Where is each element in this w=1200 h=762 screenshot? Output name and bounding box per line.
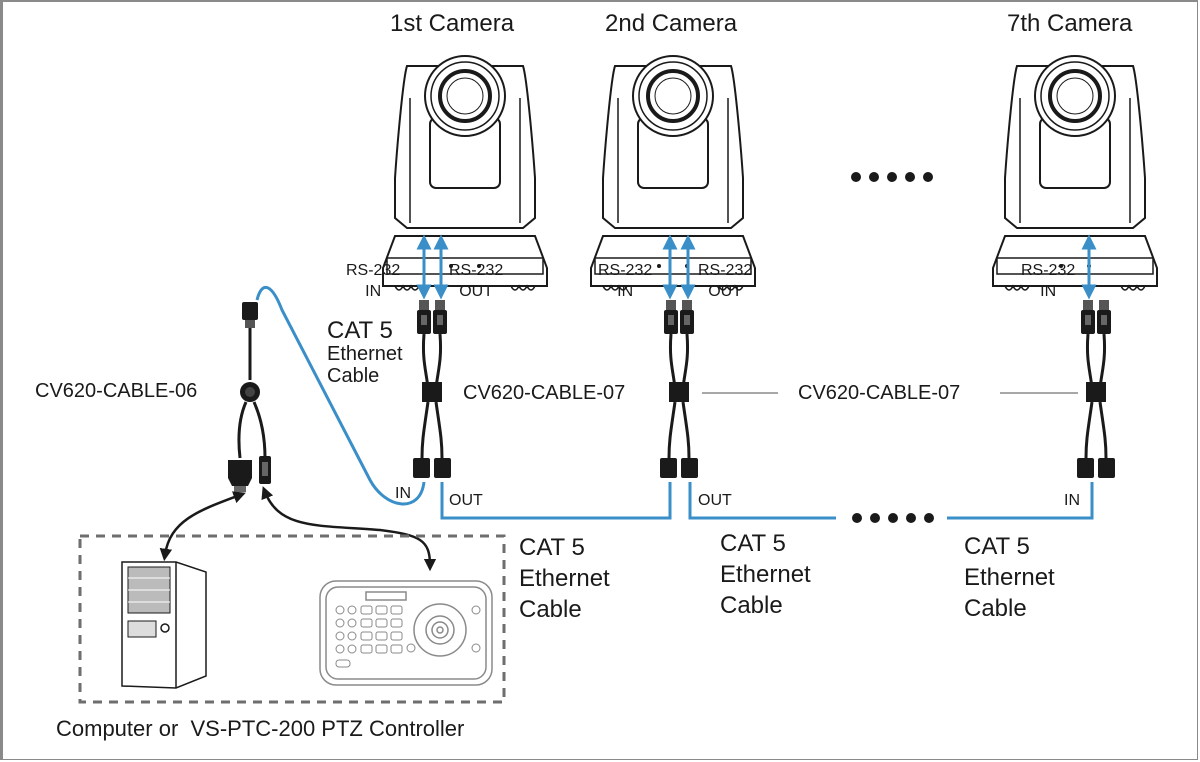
camera-1-icon bbox=[381, 54, 549, 292]
ptz-controller-icon bbox=[319, 580, 493, 686]
camera-2-title: 2nd Camera bbox=[605, 10, 738, 37]
computer-tower-icon bbox=[121, 561, 207, 689]
camera-7-icon bbox=[991, 54, 1159, 292]
y-cable-cam7 bbox=[1077, 300, 1115, 478]
ellipsis-dots-bottom bbox=[852, 513, 934, 523]
camera-2-icon bbox=[589, 54, 757, 292]
cable-06-label: CV620-CABLE-06 bbox=[35, 380, 198, 402]
out-port-label-cam1: OUT bbox=[449, 492, 483, 509]
db9-to-computer-arrow bbox=[159, 491, 246, 562]
rj45-to-controller-arrow bbox=[261, 486, 437, 572]
camera-1-title: 1st Camera bbox=[390, 10, 515, 37]
cable-07-label-2: CV620-CABLE-07 bbox=[798, 382, 961, 404]
cable-06-icon bbox=[228, 302, 271, 492]
device-caption: Computer or VS-PTC-200 PTZ Controller bbox=[56, 716, 465, 741]
camera-7-title: 7th Camera bbox=[1007, 10, 1133, 37]
in-port-label-cam1: IN bbox=[395, 485, 411, 502]
out-port-label-cam2: OUT bbox=[698, 492, 732, 509]
device-group-box bbox=[78, 534, 506, 704]
cable-07-label-1: CV620-CABLE-07 bbox=[463, 382, 626, 404]
ellipsis-dots-top bbox=[851, 172, 933, 182]
y-cable-cam1 bbox=[413, 300, 451, 478]
in-port-label-cam7: IN bbox=[1064, 492, 1080, 509]
y-cable-cam2 bbox=[660, 300, 698, 478]
